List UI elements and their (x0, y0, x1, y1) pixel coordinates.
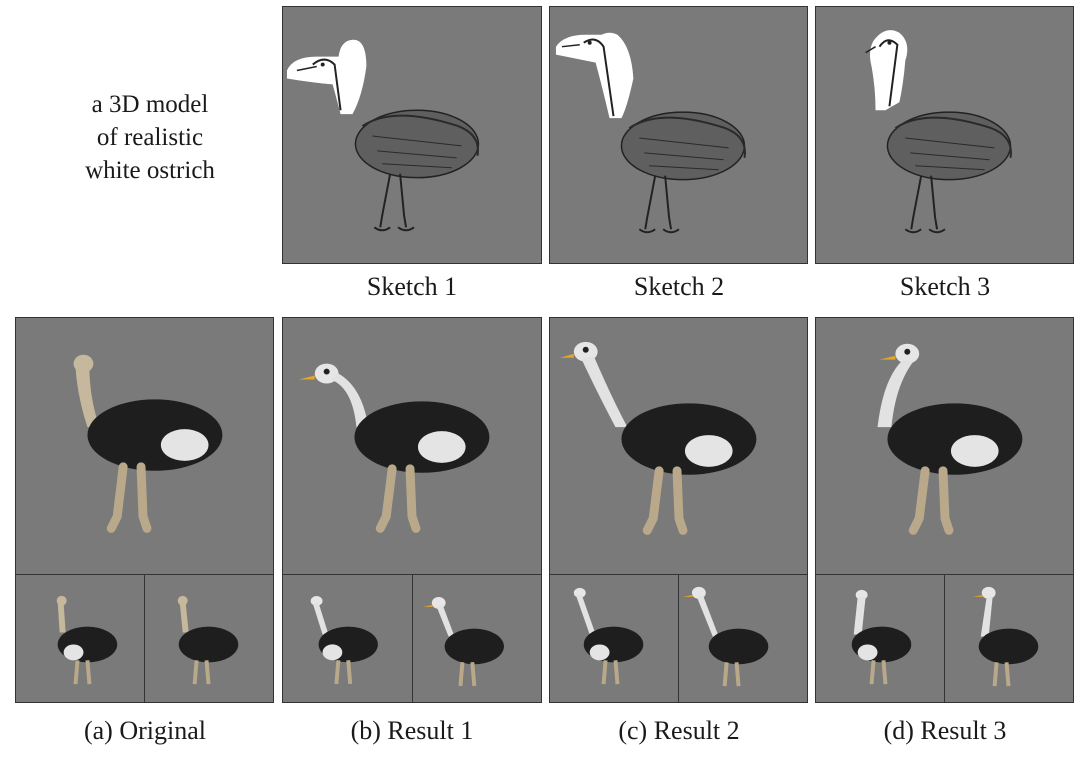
result-3-thumbnail-row (815, 575, 1074, 703)
result-3-thumbnail-1 (816, 575, 944, 702)
ostrich-result-3-image (877, 343, 1023, 535)
sketch-1-image (286, 39, 480, 232)
prompt-line-1: a 3D model (91, 91, 209, 118)
result-2-main-view (549, 317, 808, 575)
result-2-thumbnail-row (549, 575, 808, 703)
sketch-1-label: Sketch 1 (366, 272, 458, 301)
prompt-line-3: white ostrich (85, 157, 215, 184)
original-thumbnail-row (15, 575, 274, 703)
result-3-thumbnail-2 (944, 575, 1073, 702)
sketch-2-label: Sketch 2 (633, 272, 725, 301)
sketch-1-panel (282, 6, 542, 264)
sketch-3-panel (815, 6, 1074, 264)
sketch-3-label: Sketch 3 (899, 272, 991, 301)
prompt-line-2: of realistic (96, 124, 204, 151)
ostrich-original-image (73, 354, 223, 533)
sketch-2-image (555, 32, 746, 234)
ostrich-result-1-image (298, 363, 490, 533)
result-3-main-view (815, 317, 1074, 575)
result-3-label: (d) Result 3 (883, 716, 1007, 745)
original-thumbnail-2 (144, 575, 273, 702)
result-1-thumbnail-row (282, 575, 542, 703)
result-2-thumbnail-1 (550, 575, 678, 702)
sketch-3-image (865, 30, 1012, 234)
text-prompt: a 3D model of realistic white ostrich (40, 88, 260, 187)
result-1-thumbnail-2 (411, 575, 541, 702)
result-1-label: (b) Result 1 (350, 716, 474, 745)
result-2-thumbnail-2 (678, 575, 807, 702)
result-2-label: (c) Result 2 (618, 716, 740, 745)
result-1-main-view (282, 317, 542, 575)
sketch-2-panel (549, 6, 808, 264)
result-1-thumbnail-1 (283, 575, 412, 702)
original-thumbnail-1 (16, 575, 144, 702)
original-label: (a) Original (83, 716, 206, 745)
original-main-view (15, 317, 274, 575)
ostrich-result-2-image (559, 341, 757, 535)
